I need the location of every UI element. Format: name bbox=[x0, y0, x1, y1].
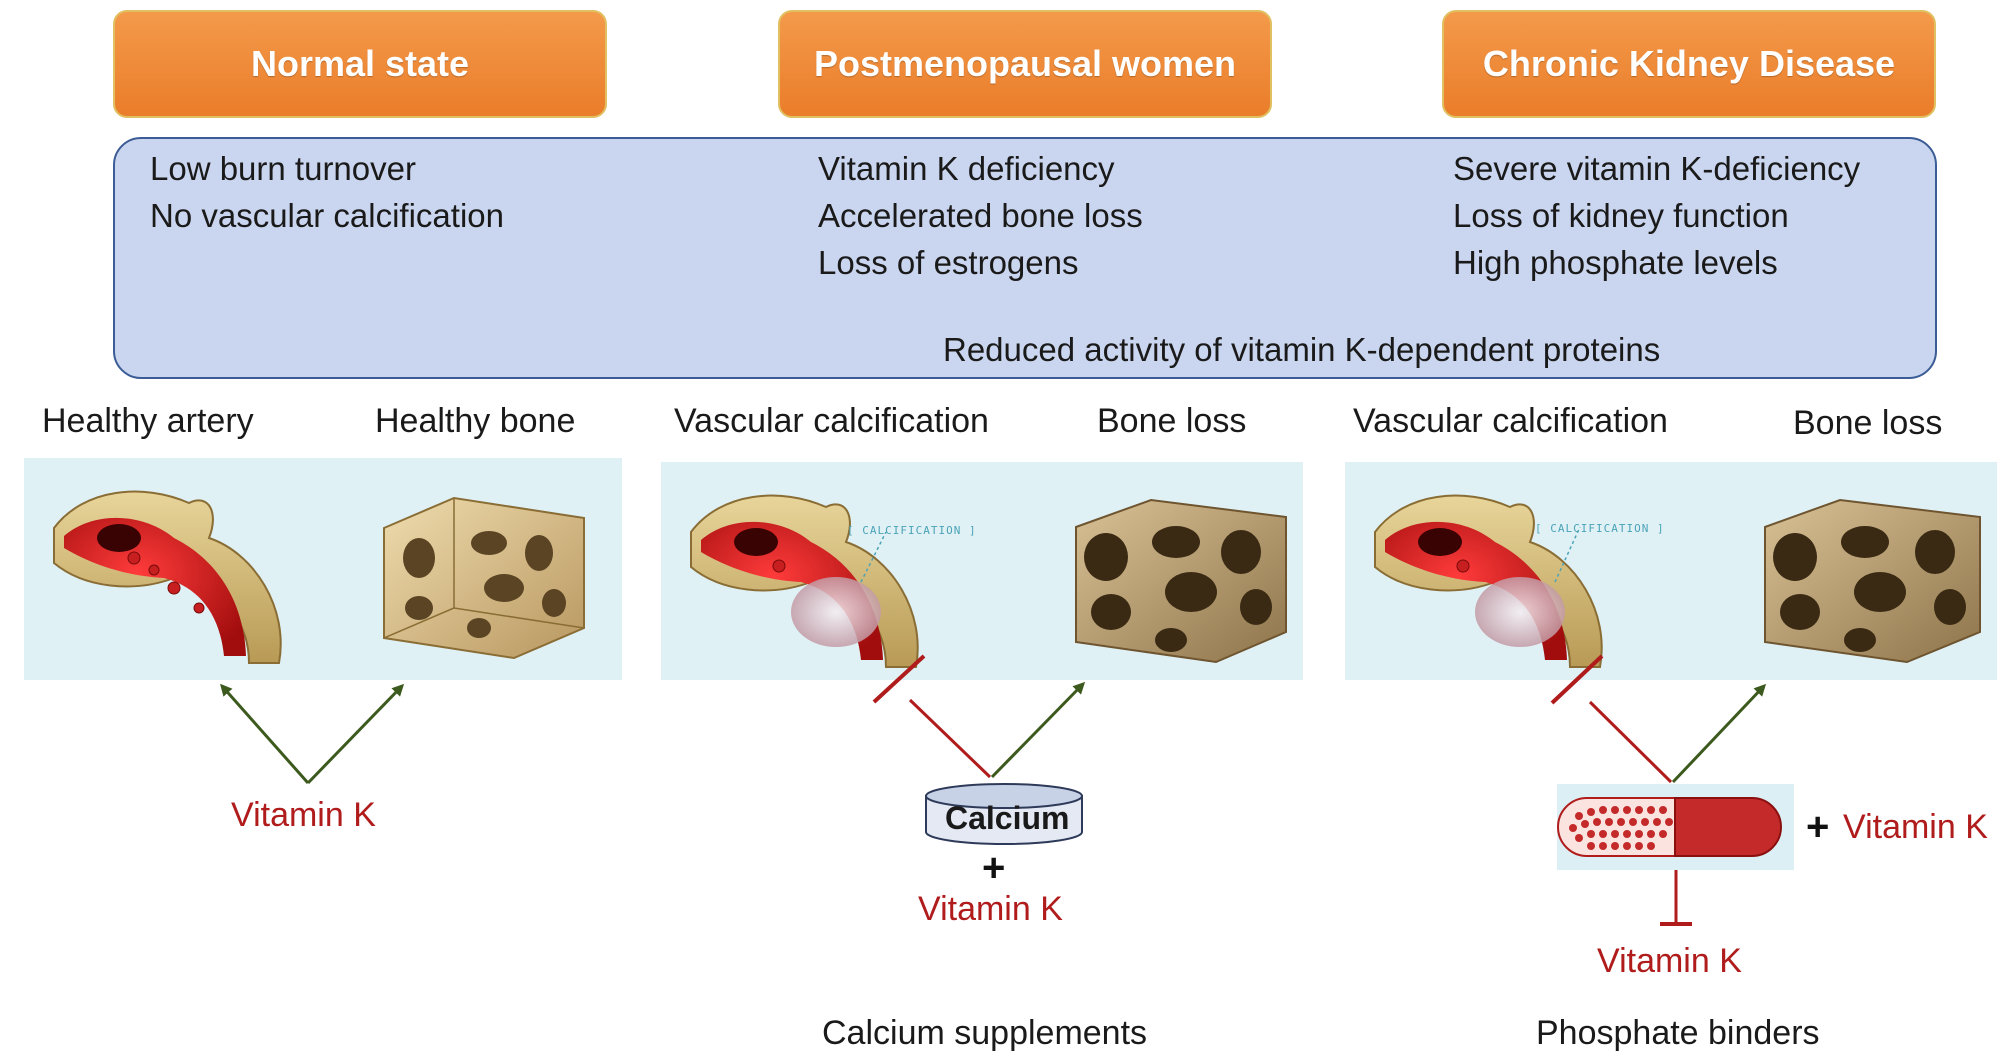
arrow-vitk-to-bone bbox=[306, 683, 405, 785]
normal-item: Low burn turnover bbox=[150, 150, 416, 187]
plus-sign-phosphate: + bbox=[1806, 805, 1830, 849]
vitamin-k-label-postmeno: Vitamin K bbox=[918, 890, 1063, 928]
label-bone-loss-ckd: Bone loss bbox=[1793, 404, 1943, 442]
arrow-vitk-to-artery bbox=[220, 683, 310, 784]
vitamin-k-label-ckd-right: Vitamin K bbox=[1843, 808, 1988, 846]
label-bone-loss-postmeno: Bone loss bbox=[1097, 402, 1247, 440]
postmeno-item: Accelerated bone loss bbox=[818, 197, 1143, 234]
ckd-item: High phosphate levels bbox=[1453, 244, 1778, 281]
header-normal-state: Normal state bbox=[113, 10, 607, 118]
arrow-to-bone-loss bbox=[990, 681, 1086, 779]
healthy-bone-illustration bbox=[383, 496, 585, 660]
calcium-label: Calcium bbox=[945, 800, 1070, 836]
label-vascular-calcification-ckd: Vascular calcification bbox=[1353, 402, 1668, 440]
label-healthy-bone: Healthy bone bbox=[375, 402, 576, 440]
header-postmenopausal-women: Postmenopausal women bbox=[778, 10, 1272, 118]
info-panel bbox=[113, 137, 1937, 379]
image-postmenopausal: [ CALCIFICATION ] bbox=[661, 462, 1303, 680]
image-normal-state bbox=[24, 458, 622, 680]
postmenopausal-list: Vitamin K deficiency Accelerated bone lo… bbox=[818, 145, 1143, 286]
panel-footer: Reduced activity of vitamin K-dependent … bbox=[943, 331, 1661, 368]
healthy-artery-illustration bbox=[53, 490, 282, 664]
vitamin-k-label-normal: Vitamin K bbox=[231, 796, 376, 834]
calcified-artery-illustration bbox=[1374, 494, 1603, 668]
label-healthy-artery: Healthy artery bbox=[42, 402, 254, 440]
plus-sign-calcium: + bbox=[982, 846, 1006, 890]
label-vascular-calcification-postmeno: Vascular calcification bbox=[674, 402, 989, 440]
postmeno-item: Loss of estrogens bbox=[818, 244, 1079, 281]
normal-state-list: Low burn turnover No vascular calcificat… bbox=[150, 145, 504, 239]
bone-loss-illustration bbox=[1075, 498, 1287, 664]
inhibit-line-calcification bbox=[1588, 700, 1673, 784]
header-chronic-kidney-disease: Chronic Kidney Disease bbox=[1442, 10, 1936, 118]
calcification-callout: [ CALCIFICATION ] bbox=[1535, 522, 1665, 535]
normal-item: No vascular calcification bbox=[150, 197, 504, 234]
image-ckd: [ CALCIFICATION ] bbox=[1345, 462, 1997, 680]
phosphate-binders-caption: Phosphate binders bbox=[1536, 1014, 1820, 1052]
ckd-list: Severe vitamin K-deficiency Loss of kidn… bbox=[1453, 145, 1860, 286]
ckd-item: Loss of kidney function bbox=[1453, 197, 1789, 234]
arrow-to-bone-loss bbox=[1671, 683, 1767, 784]
vitamin-k-label-ckd-bottom: Vitamin K bbox=[1597, 942, 1742, 980]
calcium-tablet bbox=[925, 783, 1083, 845]
phosphate-binder-capsule bbox=[1557, 784, 1794, 870]
calcification-callout: [ CALCIFICATION ] bbox=[847, 524, 977, 537]
ckd-item: Severe vitamin K-deficiency bbox=[1453, 150, 1861, 187]
bone-loss-illustration bbox=[1764, 498, 1981, 664]
calcified-artery-illustration bbox=[690, 494, 919, 668]
inhibit-line-calcification bbox=[908, 698, 992, 779]
calcium-supplements-caption: Calcium supplements bbox=[822, 1014, 1148, 1052]
postmeno-item: Vitamin K deficiency bbox=[818, 150, 1115, 187]
